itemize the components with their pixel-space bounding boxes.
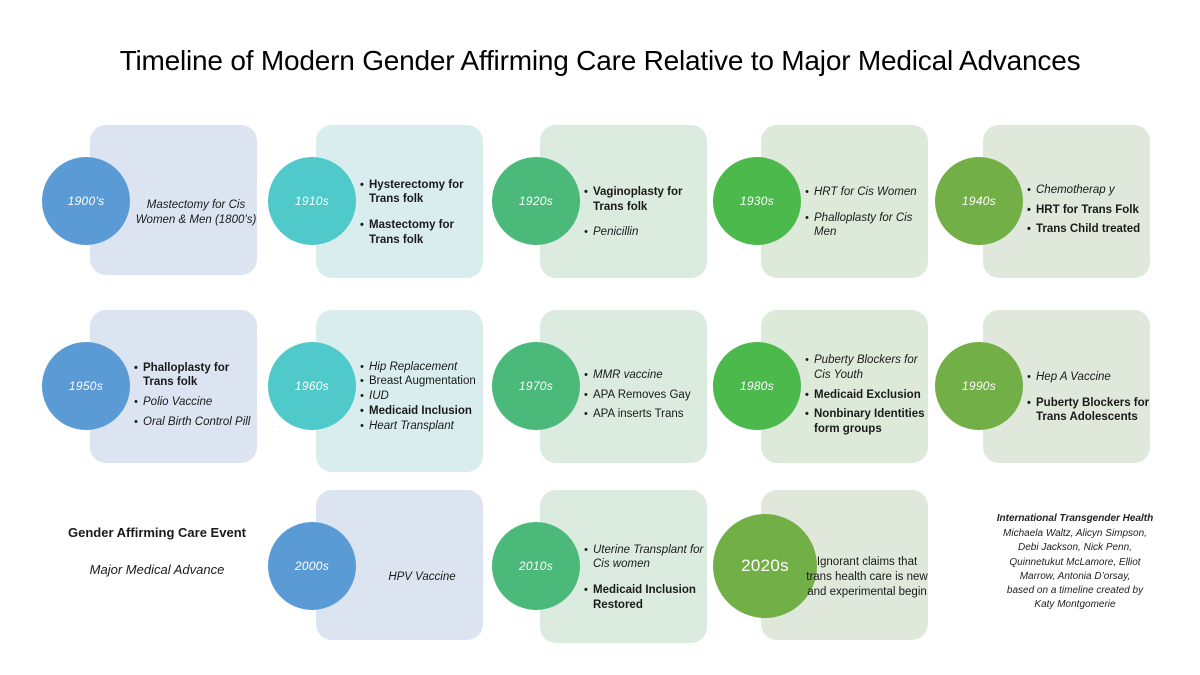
timeline-item: Puberty Blockers for Trans Adolescents bbox=[1027, 396, 1151, 425]
page-title: Timeline of Modern Gender Affirming Care… bbox=[119, 45, 1081, 76]
decade-cell-1960s[interactable]: 1960sHip ReplacementBreast AugmentationI… bbox=[268, 310, 483, 485]
timeline-item: Mastectomy for Trans folk bbox=[360, 218, 484, 247]
decade-item-list: Vaginoplasty for Trans folkPenicillin bbox=[584, 125, 708, 300]
timeline-row-2: 1950sPhalloplasty for Trans folkPolio Va… bbox=[0, 310, 1200, 485]
credits-organization: International Transgender Health bbox=[996, 513, 1154, 524]
timeline-item: Hip Replacement bbox=[360, 361, 484, 375]
decade-item-list: Hep A VaccinePuberty Blockers for Trans … bbox=[1027, 310, 1151, 485]
timeline-item: Oral Birth Control Pill bbox=[134, 415, 258, 430]
decade-bubble[interactable]: 2000s bbox=[268, 522, 356, 610]
decade-item-list: HRT for Cis WomenPhalloplasty for Cis Me… bbox=[805, 125, 929, 300]
decade-item-list: Mastectomy for Cis Women & Men (1800’s) bbox=[134, 125, 258, 300]
timeline-item: APA inserts Trans bbox=[584, 407, 708, 422]
timeline-item: Vaginoplasty for Trans folk bbox=[584, 185, 708, 214]
credits-line-5: based on a timeline created by bbox=[1006, 584, 1144, 596]
timeline-item: Phalloplasty for Trans folk bbox=[134, 361, 258, 390]
timeline-item: Trans Child treated bbox=[1027, 222, 1151, 237]
timeline-item: Hep A Vaccine bbox=[1027, 370, 1151, 385]
timeline-item: Medicaid Inclusion Restored bbox=[584, 583, 708, 612]
decade-bubble[interactable]: 1950s bbox=[42, 342, 130, 430]
timeline-item: APA Removes Gay bbox=[584, 388, 708, 403]
decade-item-list: MMR vaccineAPA Removes GayAPA inserts Tr… bbox=[584, 310, 708, 485]
decade-bubble[interactable]: 1980s bbox=[713, 342, 801, 430]
decade-cell-2010s[interactable]: 2010sUterine Transplant for Cis womenMed… bbox=[492, 490, 707, 665]
timeline-item: Hysterectomy for Trans folk bbox=[360, 178, 484, 207]
decade-cell-1970s[interactable]: 1970sMMR vaccineAPA Removes GayAPA inser… bbox=[492, 310, 707, 485]
timeline-item: Penicillin bbox=[584, 225, 708, 240]
decade-item-list: Hip ReplacementBreast AugmentationIUDMed… bbox=[360, 310, 484, 485]
decade-item-list: Hysterectomy for Trans folkMastectomy fo… bbox=[360, 125, 484, 300]
decade-bubble[interactable]: 1940s bbox=[935, 157, 1023, 245]
timeline-item: Breast Augmentation bbox=[360, 375, 484, 389]
timeline-item: Heart Transplant bbox=[360, 420, 484, 434]
credits-line-3: Quinnetukut McLamore, Elliot bbox=[1009, 556, 1141, 568]
credits-line-6: Katy Montgomerie bbox=[1034, 599, 1116, 611]
timeline-item: Phalloplasty for Cis Men bbox=[805, 211, 929, 240]
decade-cell-1930s[interactable]: 1930sHRT for Cis WomenPhalloplasty for C… bbox=[713, 125, 928, 300]
timeline-item: Puberty Blockers for Cis Youth bbox=[805, 353, 929, 382]
timeline-item: Chemotherap y bbox=[1027, 183, 1151, 198]
decade-item-list: HPV Vaccine bbox=[360, 490, 484, 665]
credits-line-4: Marrow, Antonia D’orsay, bbox=[1019, 570, 1131, 582]
decade-item-list: Puberty Blockers for Cis YouthMedicaid E… bbox=[805, 310, 929, 485]
decade-bubble[interactable]: 1990s bbox=[935, 342, 1023, 430]
credits-line-2: Debi Jackson, Nick Penn, bbox=[1018, 542, 1132, 554]
decade-bubble[interactable]: 1930s bbox=[713, 157, 801, 245]
timeline-item: MMR vaccine bbox=[584, 368, 708, 383]
timeline-item: IUD bbox=[360, 390, 484, 404]
decade-bubble[interactable]: 2020s bbox=[713, 514, 817, 618]
timeline-item: Medicaid Inclusion bbox=[360, 405, 484, 419]
timeline-item: Nonbinary Identities form groups bbox=[805, 407, 929, 436]
timeline-item: HRT for Cis Women bbox=[805, 185, 929, 200]
decade-item-list: Phalloplasty for Trans folkPolio Vaccine… bbox=[134, 310, 258, 485]
credits-block: International Transgender Health Michael… bbox=[955, 512, 1195, 612]
decade-cell-1920s[interactable]: 1920sVaginoplasty for Trans folkPenicill… bbox=[492, 125, 707, 300]
timeline-item: HPV Vaccine bbox=[388, 571, 456, 584]
decade-item-list: Chemotherap y HRT for Trans FolkTrans Chi… bbox=[1027, 125, 1151, 300]
decade-cell-1990s[interactable]: 1990sHep A VaccinePuberty Blockers for T… bbox=[935, 310, 1150, 485]
timeline-item: Uterine Transplant for Cis women bbox=[584, 543, 708, 572]
timeline-item: HRT for Trans Folk bbox=[1027, 203, 1151, 218]
legend: Gender Affirming Care Event Major Medica… bbox=[42, 525, 272, 577]
decade-cell-1950s[interactable]: 1950sPhalloplasty for Trans folkPolio Va… bbox=[42, 310, 257, 485]
decade-bubble[interactable]: 1910s bbox=[268, 157, 356, 245]
decade-cell-1910s[interactable]: 1910sHysterectomy for Trans folkMastecto… bbox=[268, 125, 483, 300]
timeline-item: Medicaid Exclusion bbox=[805, 388, 929, 403]
decade-bubble[interactable]: 1900's bbox=[42, 157, 130, 245]
decade-cell-1940s[interactable]: 1940s Chemotherap y HRT for Trans FolkTran… bbox=[935, 125, 1150, 300]
decade-bubble[interactable]: 1960s bbox=[268, 342, 356, 430]
decade-bubble[interactable]: 1920s bbox=[492, 157, 580, 245]
decade-bubble[interactable]: 2010s bbox=[492, 522, 580, 610]
timeline-item: Mastectomy for Cis Women & Men (1800’s) bbox=[135, 198, 257, 226]
decade-item-list: Uterine Transplant for Cis womenMedicaid… bbox=[584, 490, 708, 665]
decade-item-list: Ignorant claims that trans health care i… bbox=[805, 490, 929, 665]
legend-gender-affirming-care-label: Gender Affirming Care Event bbox=[68, 525, 246, 540]
timeline-item: Polio Vaccine bbox=[134, 395, 258, 410]
credits-line-1: Michaela Waltz, Alicyn Simpson, bbox=[1003, 528, 1147, 540]
decade-cell-1980s[interactable]: 1980sPuberty Blockers for Cis YouthMedic… bbox=[713, 310, 928, 485]
legend-major-medical-advance-label: Major Medical Advance bbox=[89, 562, 225, 577]
timeline-item: Ignorant claims that trans health care i… bbox=[806, 556, 928, 598]
decade-bubble[interactable]: 1970s bbox=[492, 342, 580, 430]
